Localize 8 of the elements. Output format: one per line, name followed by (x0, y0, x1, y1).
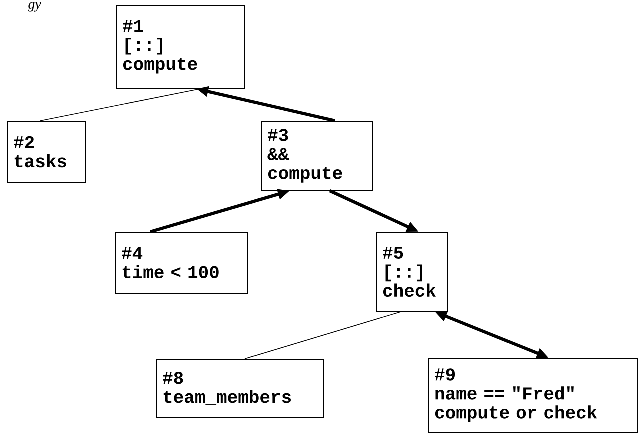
code-box: #1 [::] compute (116, 5, 245, 89)
text-fragment: gy (28, 2, 42, 12)
code-box: #2 tasks (7, 121, 86, 183)
code-box: #9 name == "Fred" compute or check (428, 358, 638, 433)
code-box: #8 team_members (156, 359, 324, 418)
code-box: #3 && compute (261, 121, 373, 191)
code-box: #5 [::] check (376, 232, 448, 312)
code-box: #4 time < 100 (115, 232, 248, 294)
